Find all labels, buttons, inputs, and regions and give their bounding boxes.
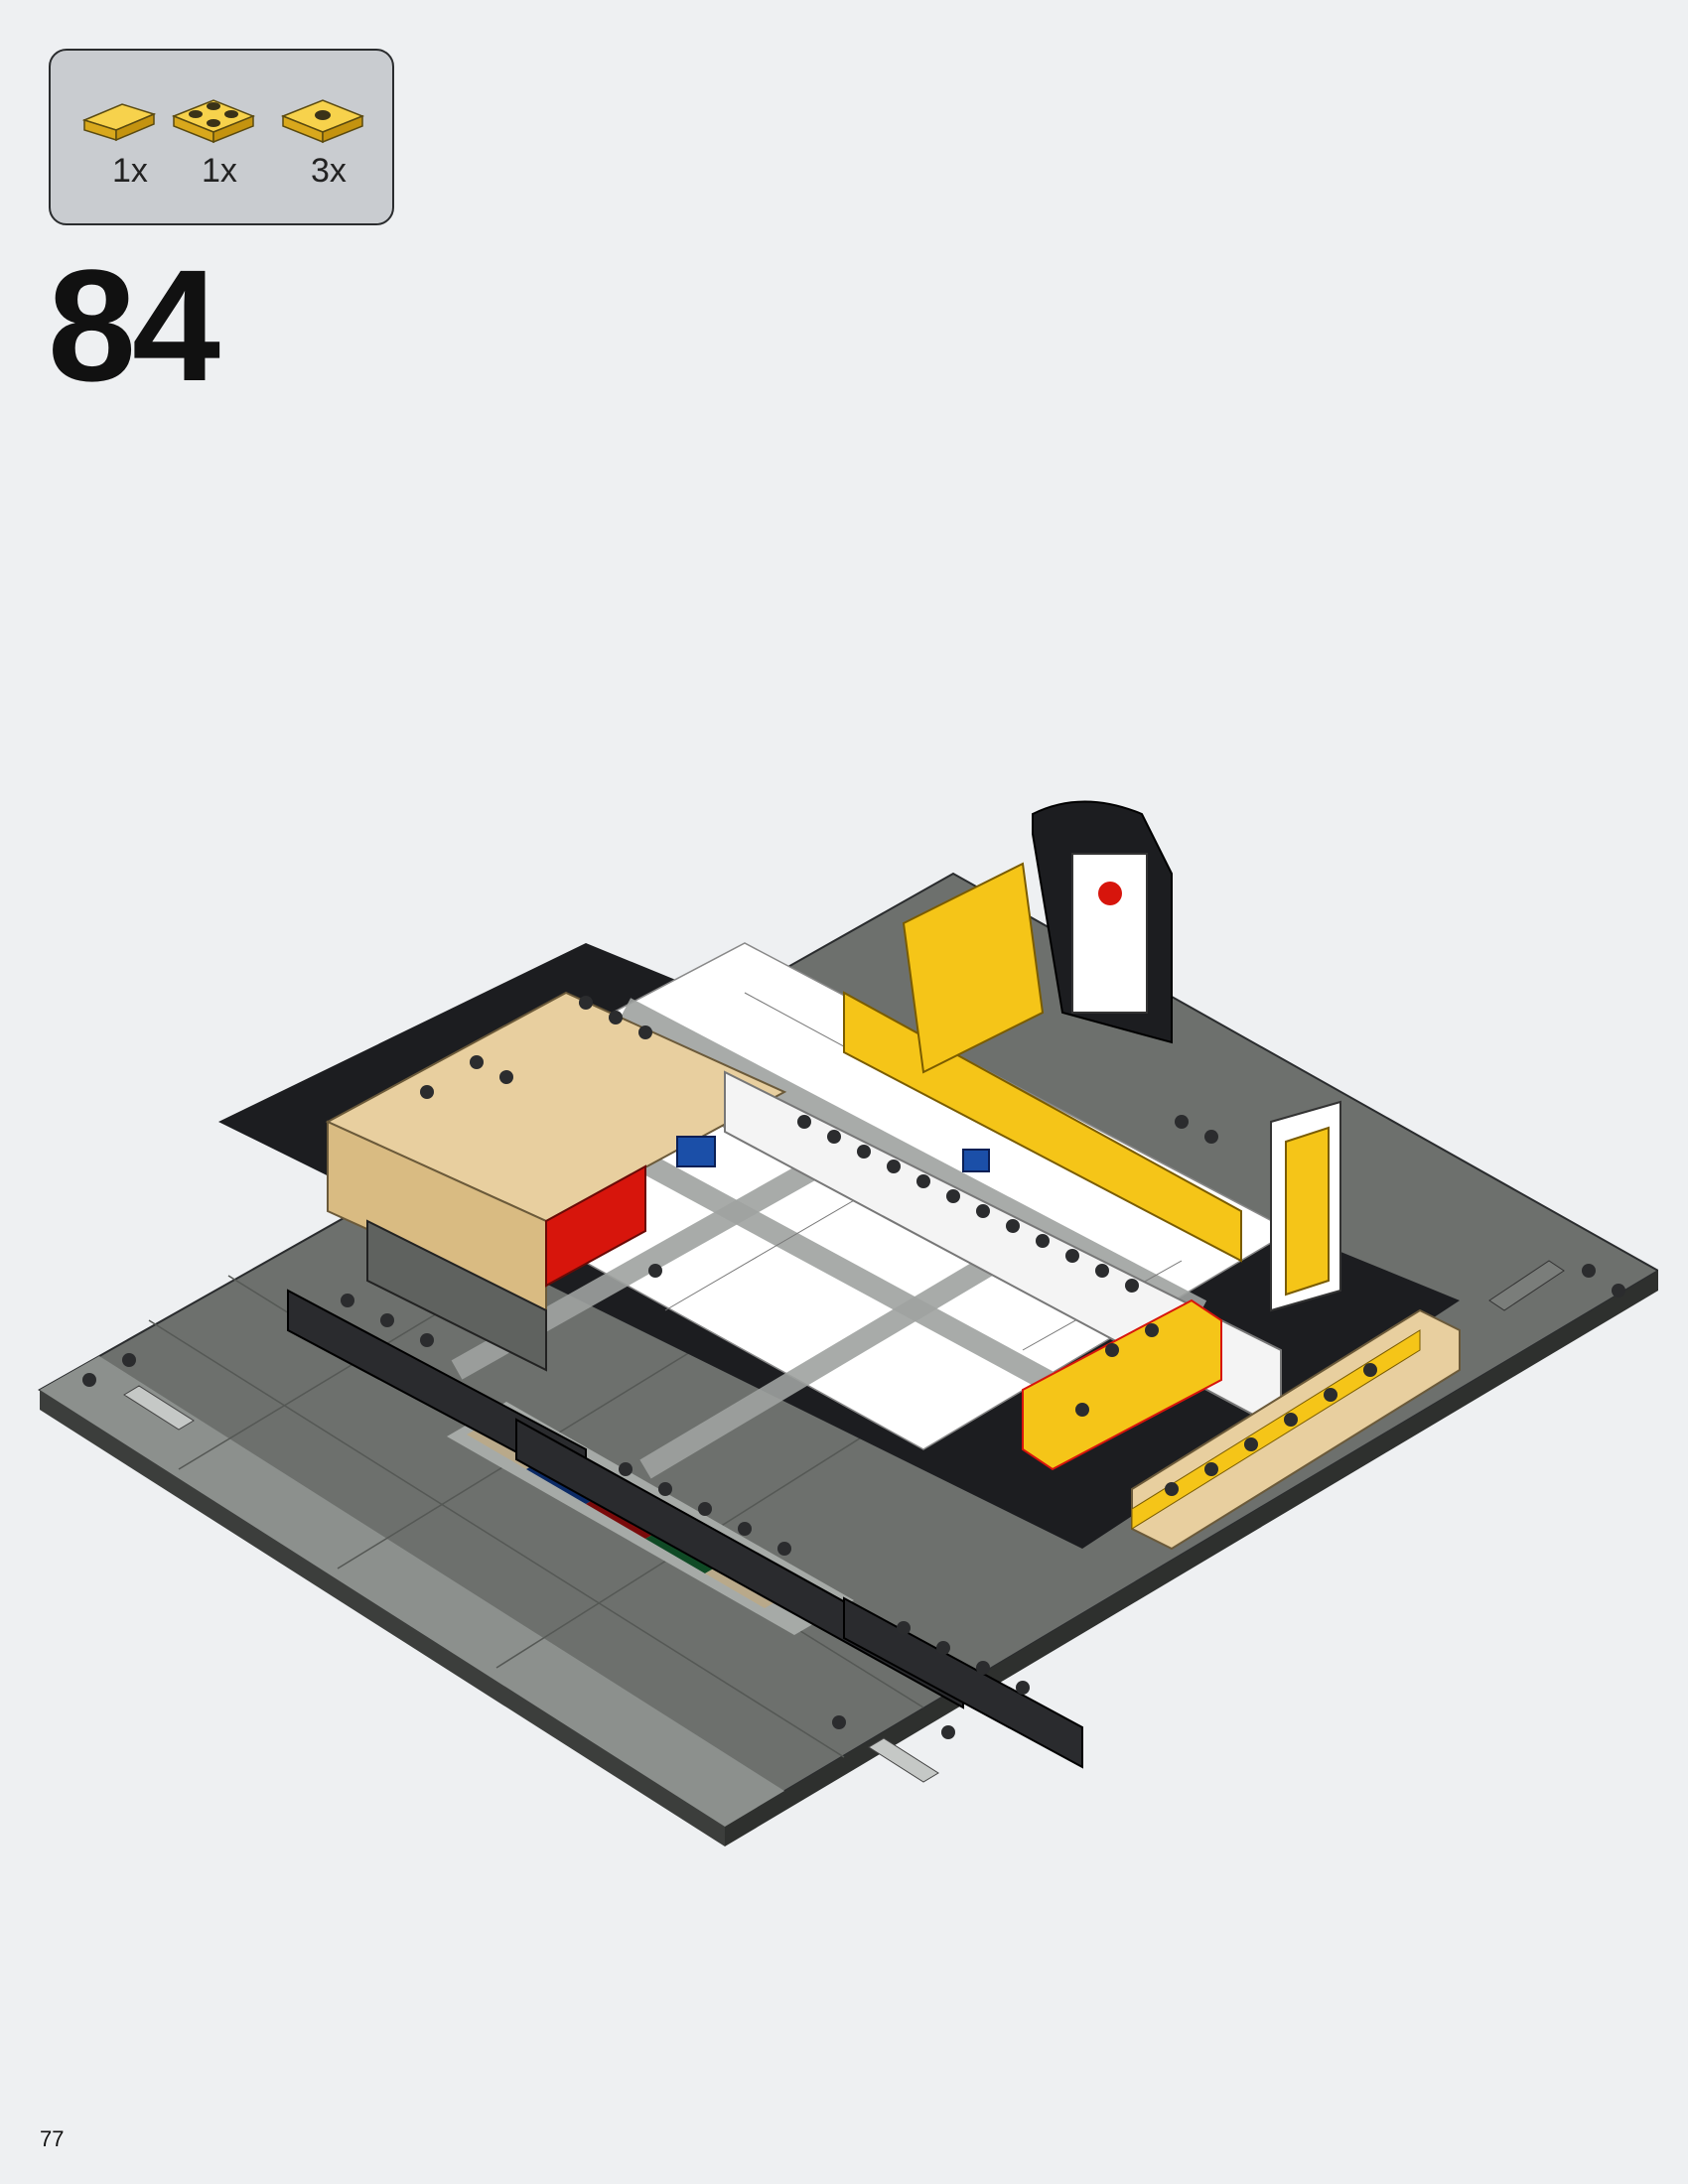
tile-1x2-icon [81, 103, 157, 142]
part-tile-1x2: 1x [80, 90, 160, 190]
part-plate-2x2: 1x [170, 90, 259, 190]
part-jumper-2x2: 3x [279, 90, 368, 190]
jumper-plate-icon [280, 99, 365, 144]
build-model-illustration [38, 800, 1658, 1846]
parts-callout: 1x 1x 3x [49, 49, 394, 225]
part-quantity: 1x [202, 152, 237, 190]
part-quantity: 3x [311, 152, 347, 190]
page-number: 77 [40, 2126, 65, 2151]
step-number: 84 [48, 236, 220, 414]
part-quantity: 1x [112, 152, 148, 190]
plate-2x2-icon [171, 99, 256, 144]
